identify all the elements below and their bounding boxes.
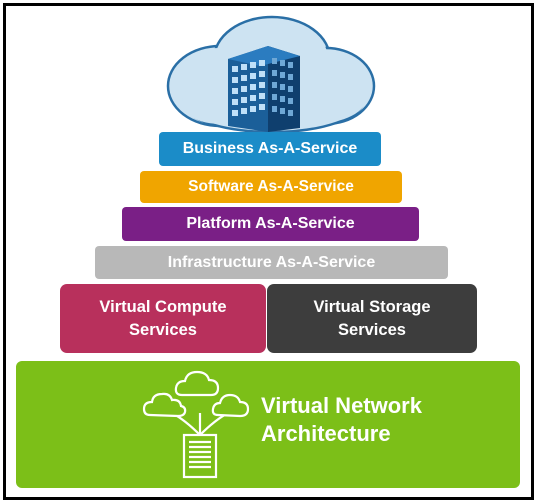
virtual-network-architecture-layer: [16, 361, 520, 488]
storage-label-line2: Services: [338, 320, 406, 339]
infrastructure-as-a-service-layer: Infrastructure As-A-Service: [95, 246, 448, 279]
storage-label-line1: Virtual Storage: [313, 298, 431, 317]
network-label-line2: Architecture: [261, 420, 391, 446]
network-label-line1: Virtual Network: [261, 393, 422, 418]
software-as-a-service-layer: Software As-A-Service: [140, 171, 402, 203]
software-label: Software As-A-Service: [188, 178, 354, 195]
infrastructure-label: Infrastructure As-A-Service: [167, 253, 376, 271]
outer-border: [3, 3, 534, 500]
compute-label-line2: Services: [129, 320, 197, 339]
virtual-storage-services-layer: Virtual Storage Services: [267, 284, 477, 353]
cloud-server-icon: [142, 370, 250, 479]
platform-as-a-service-layer: Platform As-A-Service: [122, 207, 419, 241]
business-label: Business As-A-Service: [182, 140, 358, 157]
building-icon: [228, 46, 300, 132]
network-title: Virtual Network Architecture: [261, 392, 422, 447]
cloud-building-icon: [166, 15, 376, 134]
platform-label: Platform As-A-Service: [186, 215, 355, 232]
compute-label-line1: Virtual Compute: [99, 298, 227, 317]
virtual-compute-services-layer: Virtual Compute Services: [60, 284, 266, 353]
business-as-a-service-layer: Business As-A-Service: [159, 132, 381, 166]
